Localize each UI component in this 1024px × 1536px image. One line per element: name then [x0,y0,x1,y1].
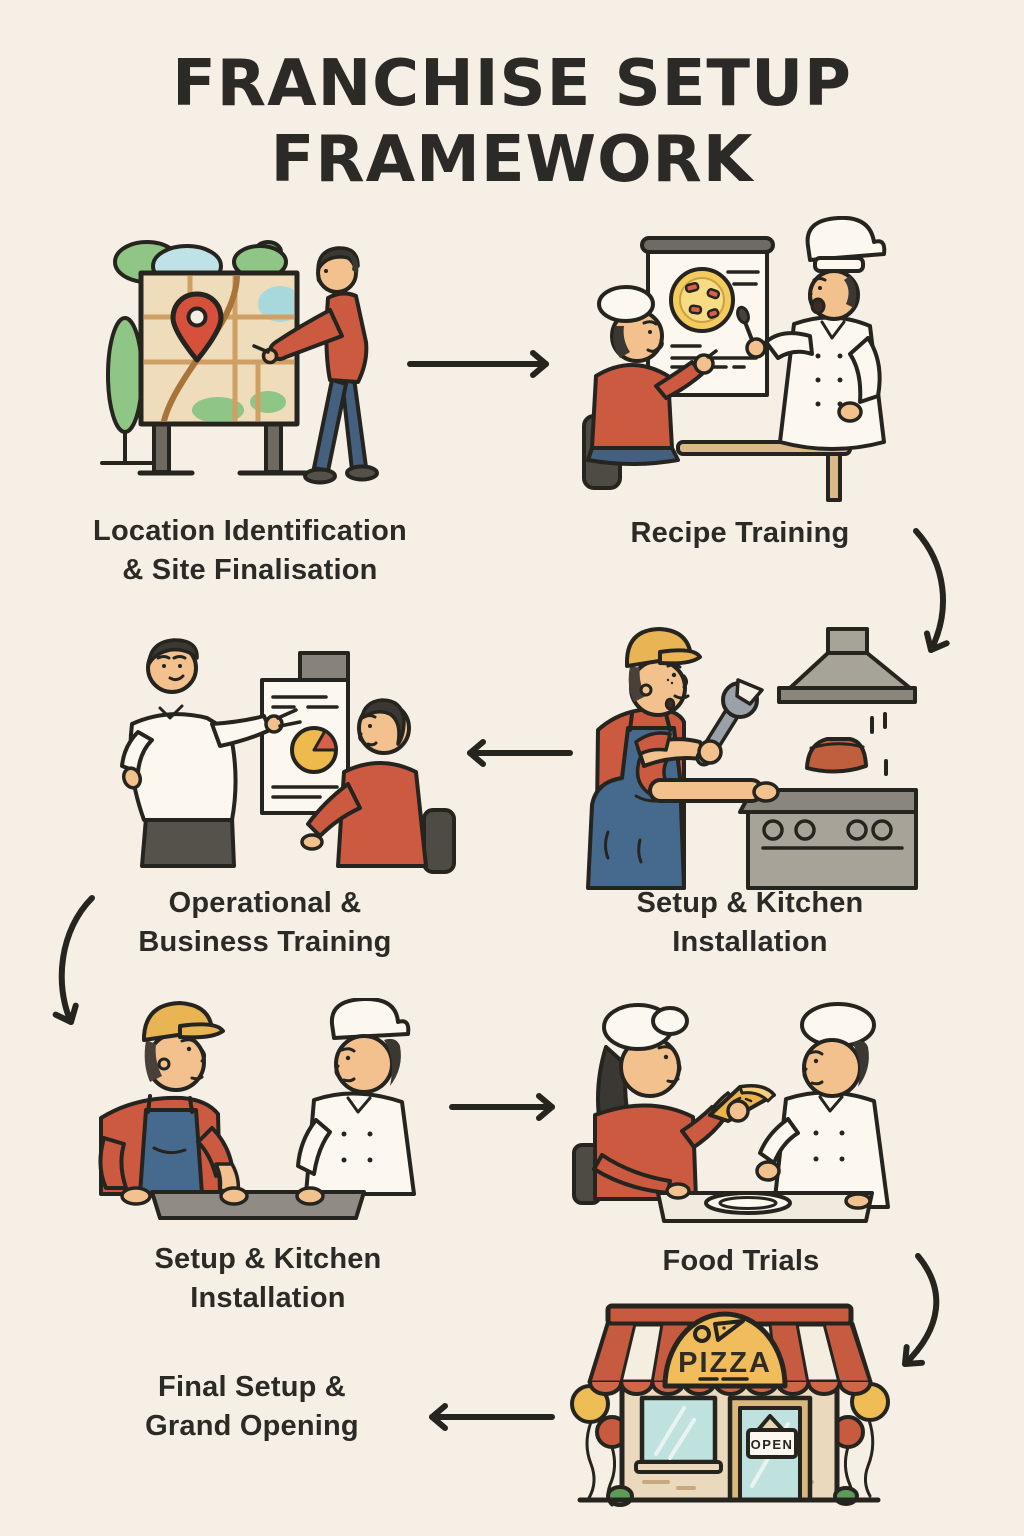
installer-figure [586,627,780,890]
worker-figure [98,1001,241,1196]
step-label-line: Installation [672,926,828,958]
illustration-pizza-storefront: OPEN [560,1276,895,1536]
stove [738,788,918,890]
page-title-line-2: FRAMEWORK [270,123,754,197]
open-sign: OPEN [746,1428,798,1459]
illustration-location-map [90,230,395,502]
arrow-food-trials-to-opening [902,1253,940,1367]
step-label-kitchen-installation: Setup & Kitchen Installation [550,884,950,962]
pizza-slice-icon [708,1084,776,1123]
chef-figure [758,1002,890,1209]
open-sign-text: OPEN [751,1437,794,1452]
ground-and-bushes [577,1485,881,1507]
counter-tray [120,1186,366,1220]
step-label-operational-training: Operational & Business Training [65,884,465,962]
trainee-figure [582,285,718,490]
illustration-kitchen-installation-2 [92,998,467,1233]
step-label-line: Final Setup & [158,1371,346,1403]
trainee-figure [300,698,456,874]
flipchart-with-pie-chart [260,651,350,815]
step-label-line: Operational & [168,887,362,919]
arrow-operational-to-setup [52,895,95,1025]
spoon-icon [736,305,754,342]
step-label-grand-opening: Final Setup & Grand Opening [52,1368,452,1446]
step-label-line: Recipe Training [630,517,850,549]
step-label-location: Location Identification & Site Finalisat… [50,512,450,590]
step-label-line: Food Trials [662,1245,820,1277]
location-pin-icon [170,291,224,363]
presenter-figure [120,638,302,868]
step-label-line: Installation [190,1282,346,1314]
pizza-sign: PIZZA [662,1311,788,1389]
step-label-food-trials: Food Trials [541,1242,941,1281]
shop-door: OPEN [727,1395,813,1503]
step-label-line: & Site Finalisation [122,554,378,586]
step-label-line: Location Identification [93,515,407,547]
step-label-kitchen-installation-2: Setup & Kitchen Installation [68,1240,468,1318]
balloons [570,1382,890,1507]
arrow-recipe-to-kitchen [913,528,950,653]
page-title-line-1: FRANCHISE SETUP [172,47,852,121]
step-label-line: Setup & Kitchen [154,1243,382,1275]
illustration-operational-training [112,620,504,896]
illustration-kitchen-installation [580,600,980,890]
extractor-hood [777,627,917,776]
franchisee-figure [252,246,379,485]
step-label-line: Grand Opening [145,1410,359,1442]
pot [805,737,868,774]
step-label-line: Business Training [138,926,392,958]
page-title: FRANCHISE SETUP FRAMEWORK [0,46,1024,198]
step-label-line: Setup & Kitchen [636,887,864,919]
illustration-food-trials [562,995,954,1225]
chef-figure [736,216,887,451]
step-label-recipe-training: Recipe Training [540,514,940,553]
illustration-recipe-training [582,216,972,502]
pizza-sign-text: PIZZA [678,1347,772,1379]
table-with-plate [656,1160,874,1223]
chef-figure [296,998,416,1196]
shop-window [634,1395,723,1474]
